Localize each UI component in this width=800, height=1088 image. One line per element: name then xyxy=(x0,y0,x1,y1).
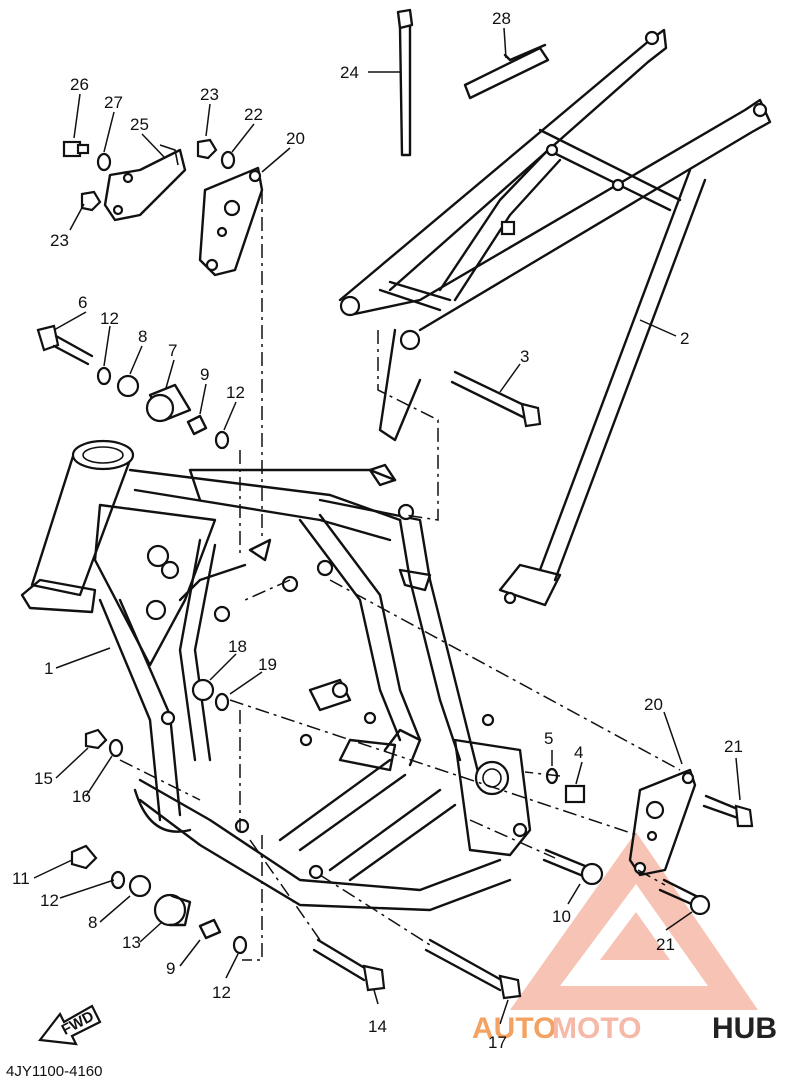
part-label-12-a: 12 xyxy=(100,309,119,328)
part-label-21-upper: 21 xyxy=(724,737,743,756)
lower-bracket-20 xyxy=(628,768,697,877)
watermark-moto: MOTO xyxy=(552,1012,641,1045)
part-label-26: 26 xyxy=(70,75,89,94)
bracket-25 xyxy=(103,144,187,222)
part-label-20-lower: 20 xyxy=(644,695,663,714)
part-label-20-upper: 20 xyxy=(286,129,305,148)
part-label-27: 27 xyxy=(104,93,123,112)
part-label-8-a: 8 xyxy=(138,327,147,346)
part-labels: 26 27 25 23 22 20 23 24 28 2 3 6 12 8 7 … xyxy=(12,9,743,1052)
part-label-16: 16 xyxy=(72,787,91,806)
part-label-9-b: 9 xyxy=(166,959,175,978)
part-label-10: 10 xyxy=(552,907,571,926)
part-label-13: 13 xyxy=(122,933,141,952)
part-label-6: 6 xyxy=(78,293,87,312)
part-label-4: 4 xyxy=(574,743,583,762)
part-label-22: 22 xyxy=(244,105,263,124)
assembly-lines xyxy=(119,190,681,961)
rear-subframe-part xyxy=(338,28,772,607)
part-label-8-b: 8 xyxy=(88,913,97,932)
part-label-23-upper: 23 xyxy=(200,85,219,104)
part-label-21-lower: 21 xyxy=(656,935,675,954)
part-label-15: 15 xyxy=(34,769,53,788)
part-label-2: 2 xyxy=(680,329,689,348)
watermark-text: AUTO MOTO HUB xyxy=(472,1012,777,1045)
part-label-9-a: 9 xyxy=(200,365,209,384)
part-label-7: 7 xyxy=(168,341,177,360)
part-label-28: 28 xyxy=(492,9,511,28)
part-label-1: 1 xyxy=(44,659,53,678)
part-label-3: 3 xyxy=(520,347,529,366)
part-label-12-d: 12 xyxy=(212,983,231,1002)
part-label-17: 17 xyxy=(488,1033,507,1052)
fasteners xyxy=(36,8,754,1000)
main-frame-part xyxy=(20,439,532,912)
forward-direction-arrow: FWD xyxy=(37,1004,102,1046)
part-label-5: 5 xyxy=(544,729,553,748)
part-label-11: 11 xyxy=(12,869,30,888)
leader-lines xyxy=(33,27,741,1025)
part-label-18: 18 xyxy=(228,637,247,656)
drawing-code: 4JY1100-4160 xyxy=(6,1063,102,1080)
watermark-hub: HUB xyxy=(712,1012,777,1045)
part-label-14: 14 xyxy=(368,1017,387,1036)
upper-bracket-20 xyxy=(198,166,264,277)
watermark-auto: AUTO xyxy=(472,1012,556,1045)
part-label-12-c: 12 xyxy=(40,891,59,910)
part-label-19: 19 xyxy=(258,655,277,674)
part-label-12-b: 12 xyxy=(226,383,245,402)
part-label-24: 24 xyxy=(340,63,359,82)
part-label-23-left: 23 xyxy=(50,231,69,250)
watermark-logo xyxy=(510,832,758,1010)
part-label-25: 25 xyxy=(130,115,149,134)
